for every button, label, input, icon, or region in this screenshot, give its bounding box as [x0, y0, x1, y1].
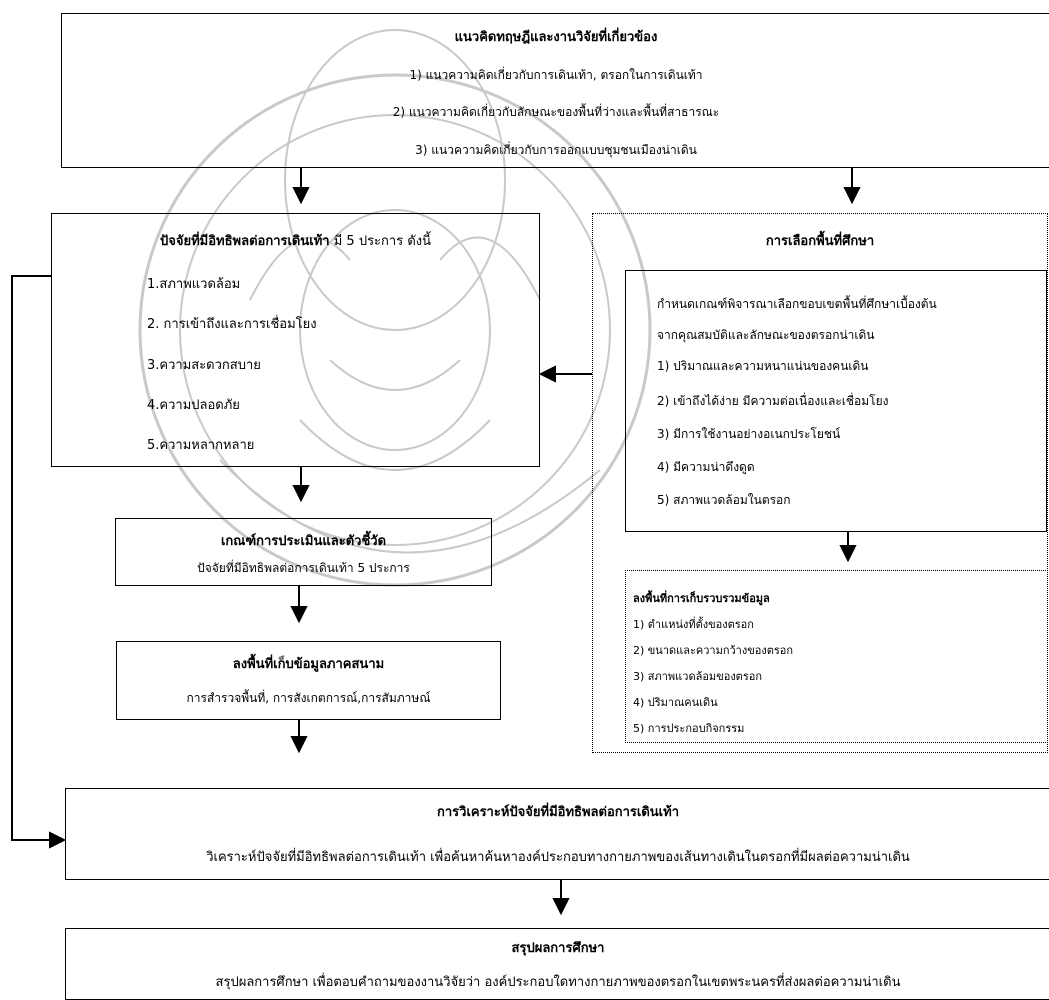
site-criteria-line-7: 5) สภาพแวดล้อมในตรอก [657, 493, 791, 507]
fieldwork-box [116, 641, 501, 720]
site-selection-box [592, 213, 1048, 753]
data-collection-item-2: 2) ขนาดและความกว้างของตรอก [633, 644, 794, 657]
factor-item-4: 4.ความปลอดภัย [147, 398, 240, 413]
fieldwork-title: ลงพื้นที่เก็บข้อมูลภาคสนาม [232, 657, 385, 672]
site-criteria-line-3: 1) ปริมาณและความหนาแน่นของคนเดิน [657, 359, 869, 373]
site-criteria-box [625, 270, 1047, 532]
factors-title: ปัจจัยที่มีอิทธิพลต่อการเดินเท้า มี 5 ปร… [51, 233, 540, 251]
factor-item-1: 1.สภาพแวดล้อม [147, 277, 241, 292]
fieldwork-text: การสำรวจพื้นที่, การสังเกตการณ์,การสัมภา… [186, 691, 431, 705]
site-criteria-line-2: จากคุณสมบัติและลักษณะของตรอกน่าเดิน [657, 328, 875, 342]
criteria-box [115, 518, 492, 586]
theory-box [61, 13, 1049, 168]
data-collection-box [625, 570, 1048, 743]
site-selection-title: การเลือกพื้นที่ศึกษา [765, 234, 875, 249]
conclusion-title: สรุปผลการศึกษา [511, 941, 605, 956]
factors-title-rest: มี 5 ประการ ดังนี้ [329, 234, 431, 249]
analysis-text: วิเคราะห์ปัจจัยที่มีอิทธิพลต่อการเดินเท้… [206, 850, 910, 865]
theory-item-1: 1) แนวความคิดเกี่ยวกับการเดินเท้า, ตรอกใ… [409, 68, 703, 82]
data-collection-item-5: 5) การประกอบกิจกรรม [633, 722, 745, 735]
site-criteria-line-5: 3) มีการใช้งานอย่างอเนกประโยชน์ [657, 427, 841, 441]
factor-item-3: 3.ความสะดวกสบาย [147, 358, 261, 373]
data-collection-item-3: 3) สภาพแวดล้อมของตรอก [633, 670, 763, 683]
data-collection-title: ลงพื้นที่การเก็บรวบรวมข้อมูล [633, 592, 770, 605]
site-criteria-line-1: กำหนดเกณฑ์พิจารณาเลือกขอบเขตพื้นที่ศึกษา… [657, 297, 937, 311]
factor-item-5: 5.ความหลากหลาย [147, 438, 255, 453]
factor-item-2: 2. การเข้าถึงและการเชื่อมโยง [147, 317, 317, 332]
theory-item-2: 2) แนวความคิดเกี่ยวกับลักษณะของพื้นที่ว่… [392, 105, 720, 119]
conclusion-text: สรุปผลการศึกษา เพื่อตอบคำถามของงานวิจัยว… [215, 975, 901, 990]
criteria-text: ปัจจัยที่มีอิทธิพลต่อการเดินเท้า 5 ประกา… [197, 561, 410, 575]
theory-title: แนวคิดทฤษฎีและงานวิจัยที่เกี่ยวข้อง [454, 30, 658, 45]
data-collection-item-4: 4) ปริมาณคนเดิน [633, 696, 718, 709]
analysis-title: การวิเคราะห์ปัจจัยที่มีอิทธิพลต่อการเดิน… [436, 805, 679, 820]
analysis-box [65, 788, 1049, 880]
data-collection-item-1: 1) ตำแหน่งที่ตั้งของตรอก [633, 618, 754, 631]
factors-title-bold: ปัจจัยที่มีอิทธิพลต่อการเดินเท้า [160, 234, 330, 249]
theory-item-3: 3) แนวความคิดเกี่ยวกับการออกแบบชุมชนเมือ… [415, 143, 697, 157]
factors-box [51, 213, 540, 467]
site-criteria-line-6: 4) มีความน่าดึงดูด [657, 460, 755, 474]
criteria-title: เกณฑ์การประเมินและตัวชี้วัด [220, 534, 387, 549]
site-criteria-line-4: 2) เข้าถึงได้ง่าย มีความต่อเนื่องและเชื่… [657, 394, 889, 408]
